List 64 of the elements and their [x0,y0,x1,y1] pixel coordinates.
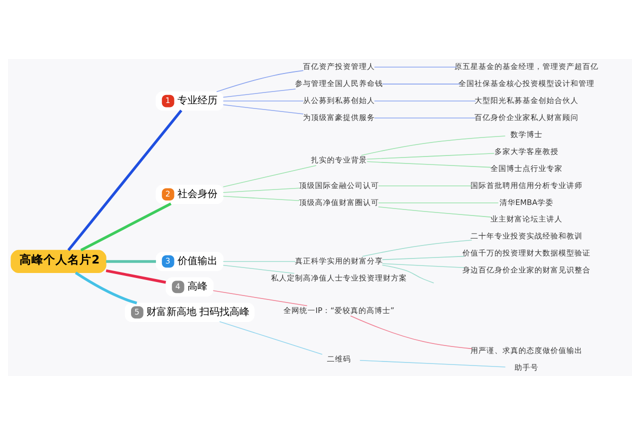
node-text: 全网统一IP：“爱较真的高博士” [283,305,394,314]
node-text: 顶级高净值财富圈认可 [298,197,379,206]
node-text: 二维码 [326,354,351,363]
node-text: 为顶级富豪提供服务 [302,112,375,122]
connector [219,320,323,354]
connector [222,100,304,101]
connector [382,264,434,283]
connector [360,135,506,156]
connector [378,206,492,217]
node-text: 清华EMBA学委 [499,197,554,206]
node-text: 身边百亿身价企业家的财富见识整合 [462,265,590,274]
connector [216,70,304,92]
node-text: 从公募到私募创始人 [302,95,375,104]
connector [74,271,138,304]
connector [378,185,472,186]
connector [378,202,499,203]
connector [222,88,296,98]
node-text: 私人定制高净值人士专业投资理财方案 [270,272,407,282]
node-text: 数学博士 [510,129,542,138]
connector [106,260,156,262]
connector [366,160,492,168]
connector [374,100,476,101]
node-text: 全国社保基金核心投资模型设计和管理 [458,78,594,88]
connector [362,239,472,256]
connector [350,314,472,349]
node-text: 全国博士点行业专家 [490,163,562,172]
node-box: 5 财富新高地 扫码找高峰 [124,302,254,322]
node-text: 扎实的专业背景 [310,154,367,164]
node-text: 大型阳光私募基金创始合伙人 [474,95,578,104]
node-text: 国际首批聘用信用分析专业讲师 [470,180,582,190]
connector [374,117,476,118]
node-text: 顶级国际金融公司认可 [298,180,379,190]
connector [360,359,506,367]
node-text: 业主财富论坛主讲人 [490,214,562,224]
connector [382,83,461,84]
connector [374,66,458,67]
connector [222,164,317,187]
node-text: 百亿身价企业家私人财富顾问 [474,112,578,122]
node-box: 1 专业经历 [156,90,224,110]
connector [382,255,464,260]
node-text: 参与管理全国人民养命钱 [294,78,383,88]
connector [222,260,296,262]
connector [67,109,182,251]
connector [106,268,166,284]
node-text: 百亿资产投资管理人 [302,62,375,71]
connector [366,152,495,160]
connector [212,290,308,306]
connector [222,104,304,114]
node-box: 高峰个人名片2 [10,249,106,273]
node-text: 价值千万的投资理财大数据模型验证 [462,248,590,258]
node-text: 用严谨、求真的态度做价值输出 [470,345,582,354]
node-box: 2 社会身份 [156,184,224,204]
node-box: 4 高峰 [166,276,214,296]
node-box: 3 价值输出 [156,251,224,271]
connector [222,195,300,200]
node-text: 原五星基金的基金经理，管理资产超百亿 [454,62,598,71]
node-text: 多家大学客座教授 [494,146,558,156]
connector [222,187,300,192]
node-text: 助手号 [514,362,538,372]
connector [382,262,464,268]
connector [222,264,295,274]
connector [80,202,172,251]
node-text: 二十年专业投资实战经验和教训 [470,231,582,240]
node-text: 真正科学实用的财富分享 [294,256,383,265]
